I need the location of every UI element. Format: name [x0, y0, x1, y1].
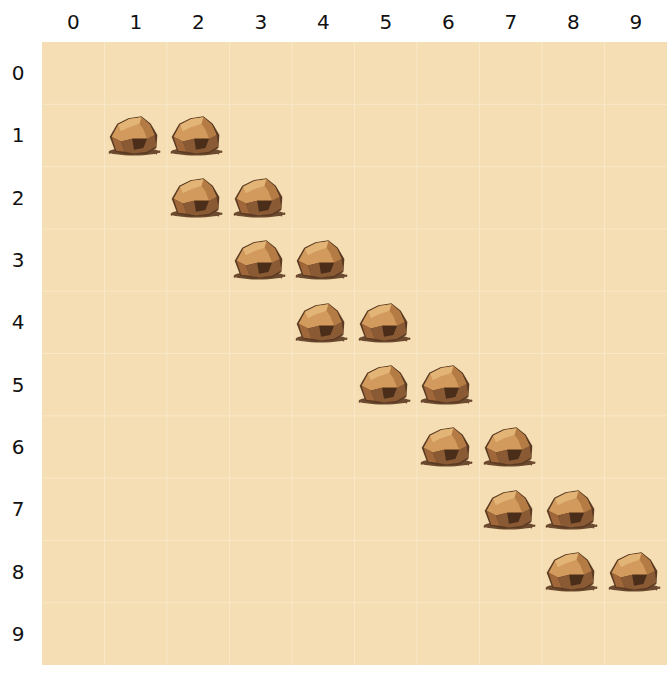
row-number: 2 [12, 186, 25, 210]
row-number: 1 [12, 123, 25, 147]
row-number: 8 [12, 560, 25, 584]
column-number: 3 [254, 10, 267, 34]
column-number: 1 [129, 10, 142, 34]
column-number: 2 [192, 10, 205, 34]
row-number: 7 [12, 497, 25, 521]
column-number: 9 [629, 10, 642, 34]
column-number: 0 [67, 10, 80, 34]
column-number: 5 [379, 10, 392, 34]
row-number: 6 [12, 435, 25, 459]
rocks [109, 116, 661, 591]
column-number: 7 [504, 10, 517, 34]
column-number: 4 [317, 10, 330, 34]
row-number: 4 [12, 310, 25, 334]
row-number: 9 [12, 622, 25, 646]
row-number: 0 [12, 61, 25, 85]
row-number: 5 [12, 373, 25, 397]
column-number: 8 [567, 10, 580, 34]
column-number: 6 [442, 10, 455, 34]
row-number: 3 [12, 248, 25, 272]
